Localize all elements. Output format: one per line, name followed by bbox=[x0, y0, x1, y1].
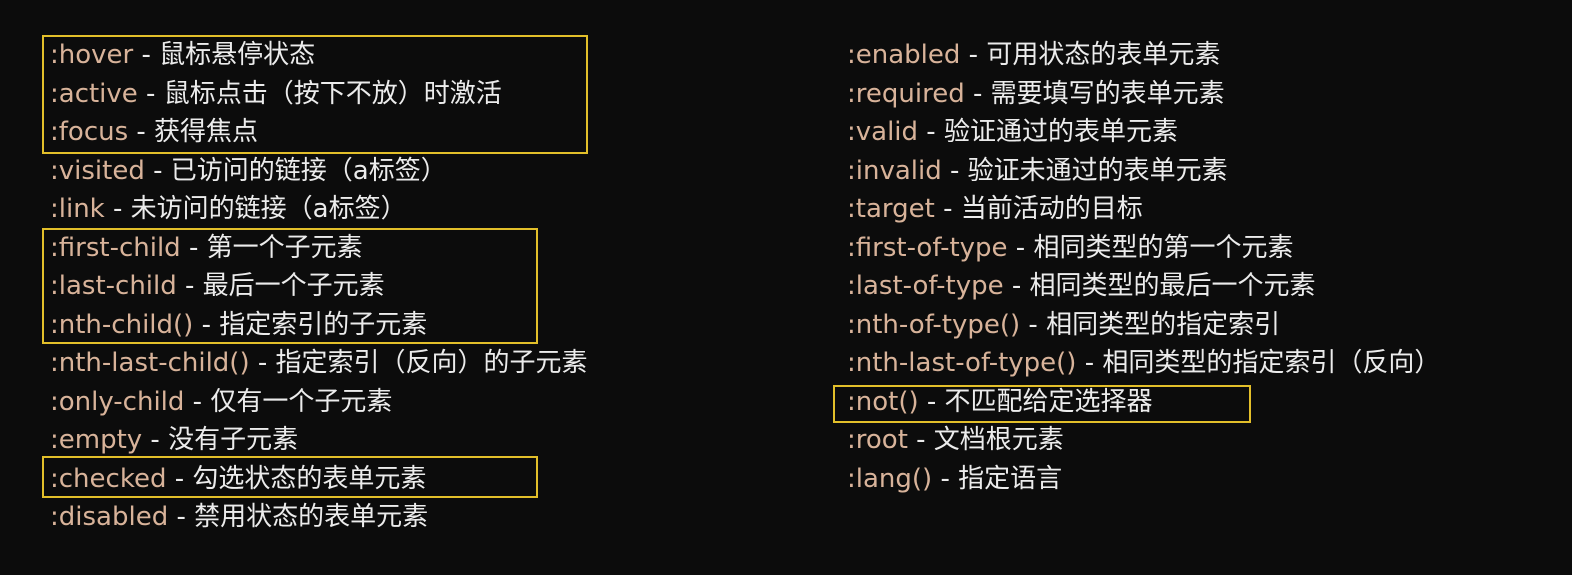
selector-name: :first-of-type bbox=[847, 232, 1008, 263]
selector-name: :nth-last-child() bbox=[50, 348, 250, 378]
highlight-box-user-action bbox=[42, 35, 588, 154]
selector-description: - 没有子元素 bbox=[142, 425, 299, 455]
selector-name: :checked bbox=[50, 463, 167, 494]
selector-description: - 相同类型的指定索引（反向） bbox=[1076, 348, 1441, 378]
selector-name: :target bbox=[847, 194, 935, 224]
selector-description: - 未访问的链接（a标签） bbox=[104, 194, 407, 224]
selector-description: - 已访问的链接（a标签） bbox=[144, 155, 447, 186]
selector-name: :required bbox=[847, 78, 965, 109]
selector-item: :link - 未访问的链接（a标签） bbox=[50, 190, 588, 229]
selector-name: :link bbox=[50, 194, 105, 224]
selector-name: :first-child bbox=[50, 232, 181, 263]
selector-description: - 需要填写的表单元素 bbox=[964, 78, 1225, 109]
selector-description: - 禁用状态的表单元素 bbox=[168, 502, 429, 532]
selector-item: :nth-last-child() - 指定索引（反向）的子元素 bbox=[50, 344, 588, 383]
selector-name: :focus bbox=[50, 117, 129, 147]
selector-item: :last-of-type - 相同类型的最后一个元素 bbox=[847, 267, 1440, 306]
selector-description: - 最后一个子元素 bbox=[176, 271, 385, 301]
selector-name: :valid bbox=[847, 117, 919, 147]
selector-item: :visited - 已访问的链接（a标签） bbox=[50, 152, 588, 191]
selector-item: :required - 需要填写的表单元素 bbox=[847, 75, 1440, 114]
selector-name: :lang() bbox=[847, 463, 933, 494]
selector-description: - 指定索引的子元素 bbox=[193, 309, 428, 340]
selector-name: :nth-child() bbox=[50, 309, 194, 340]
selector-name: :last-of-type bbox=[847, 271, 1004, 301]
selector-item: :hover - 鼠标悬停状态 bbox=[50, 36, 588, 75]
selector-description: - 相同类型的指定索引 bbox=[1020, 309, 1281, 340]
selector-name: :disabled bbox=[50, 502, 169, 532]
selector-description: - 仅有一个子元素 bbox=[184, 386, 393, 417]
selector-name: :nth-of-type() bbox=[847, 309, 1021, 340]
selector-item: :first-child - 第一个子元素 bbox=[50, 229, 588, 268]
selector-description: - 指定语言 bbox=[932, 463, 1063, 494]
selector-description: - 获得焦点 bbox=[128, 117, 259, 147]
selector-item: :active - 鼠标点击（按下不放）时激活 bbox=[50, 75, 588, 114]
selector-description: - 验证未通过的表单元素 bbox=[941, 155, 1228, 186]
selector-item: :empty - 没有子元素 bbox=[50, 421, 588, 460]
selector-item: :only-child - 仅有一个子元素 bbox=[50, 383, 588, 422]
selector-item: :not() - 不匹配给定选择器 bbox=[847, 383, 1440, 422]
selector-name: :not() bbox=[847, 386, 919, 417]
selector-item: :valid - 验证通过的表单元素 bbox=[847, 113, 1440, 152]
selector-description: - 指定索引（反向）的子元素 bbox=[249, 348, 588, 378]
selector-name: :enabled bbox=[847, 40, 961, 70]
highlight-box-child bbox=[42, 228, 538, 344]
selector-item: :enabled - 可用状态的表单元素 bbox=[847, 36, 1440, 75]
selector-name: :empty bbox=[50, 425, 143, 455]
selector-name: :active bbox=[50, 78, 138, 109]
selector-description: - 勾选状态的表单元素 bbox=[166, 463, 427, 494]
selector-name: :only-child bbox=[50, 386, 185, 417]
selector-item: :checked - 勾选状态的表单元素 bbox=[50, 460, 588, 499]
selector-item: :nth-of-type() - 相同类型的指定索引 bbox=[847, 306, 1440, 345]
selector-description: - 相同类型的最后一个元素 bbox=[1003, 271, 1316, 301]
selector-item: :nth-child() - 指定索引的子元素 bbox=[50, 306, 588, 345]
selector-item: :invalid - 验证未通过的表单元素 bbox=[847, 152, 1440, 191]
right-selector-list: :enabled - 可用状态的表单元素:required - 需要填写的表单元… bbox=[847, 36, 1440, 498]
selector-name: :nth-last-of-type() bbox=[847, 348, 1077, 378]
selector-item: :last-child - 最后一个子元素 bbox=[50, 267, 588, 306]
selector-description: - 第一个子元素 bbox=[180, 232, 363, 263]
selector-description: - 鼠标悬停状态 bbox=[133, 40, 316, 70]
left-selector-list: :hover - 鼠标悬停状态:active - 鼠标点击（按下不放）时激活:f… bbox=[50, 36, 588, 537]
selector-name: :visited bbox=[50, 155, 145, 186]
selector-description: - 验证通过的表单元素 bbox=[918, 117, 1178, 147]
selector-item: :target - 当前活动的目标 bbox=[847, 190, 1440, 229]
selector-description: - 可用状态的表单元素 bbox=[960, 40, 1221, 70]
selector-item: :first-of-type - 相同类型的第一个元素 bbox=[847, 229, 1440, 268]
selector-item: :nth-last-of-type() - 相同类型的指定索引（反向） bbox=[847, 344, 1440, 383]
selector-name: :hover bbox=[50, 40, 134, 70]
selector-description: - 鼠标点击（按下不放）时激活 bbox=[137, 78, 502, 109]
highlight-box-not bbox=[833, 385, 1251, 423]
selector-description: - 不匹配给定选择器 bbox=[918, 386, 1153, 417]
selector-item: :disabled - 禁用状态的表单元素 bbox=[50, 498, 588, 537]
selector-name: :root bbox=[847, 425, 908, 455]
selector-name: :last-child bbox=[50, 271, 177, 301]
selector-item: :lang() - 指定语言 bbox=[847, 460, 1440, 499]
selector-name: :invalid bbox=[847, 155, 942, 186]
selector-description: - 相同类型的第一个元素 bbox=[1007, 232, 1294, 263]
selector-item: :root - 文档根元素 bbox=[847, 421, 1440, 460]
highlight-box-checked bbox=[42, 456, 538, 498]
selector-item: :focus - 获得焦点 bbox=[50, 113, 588, 152]
selector-description: - 文档根元素 bbox=[907, 425, 1064, 455]
selector-description: - 当前活动的目标 bbox=[934, 194, 1143, 224]
